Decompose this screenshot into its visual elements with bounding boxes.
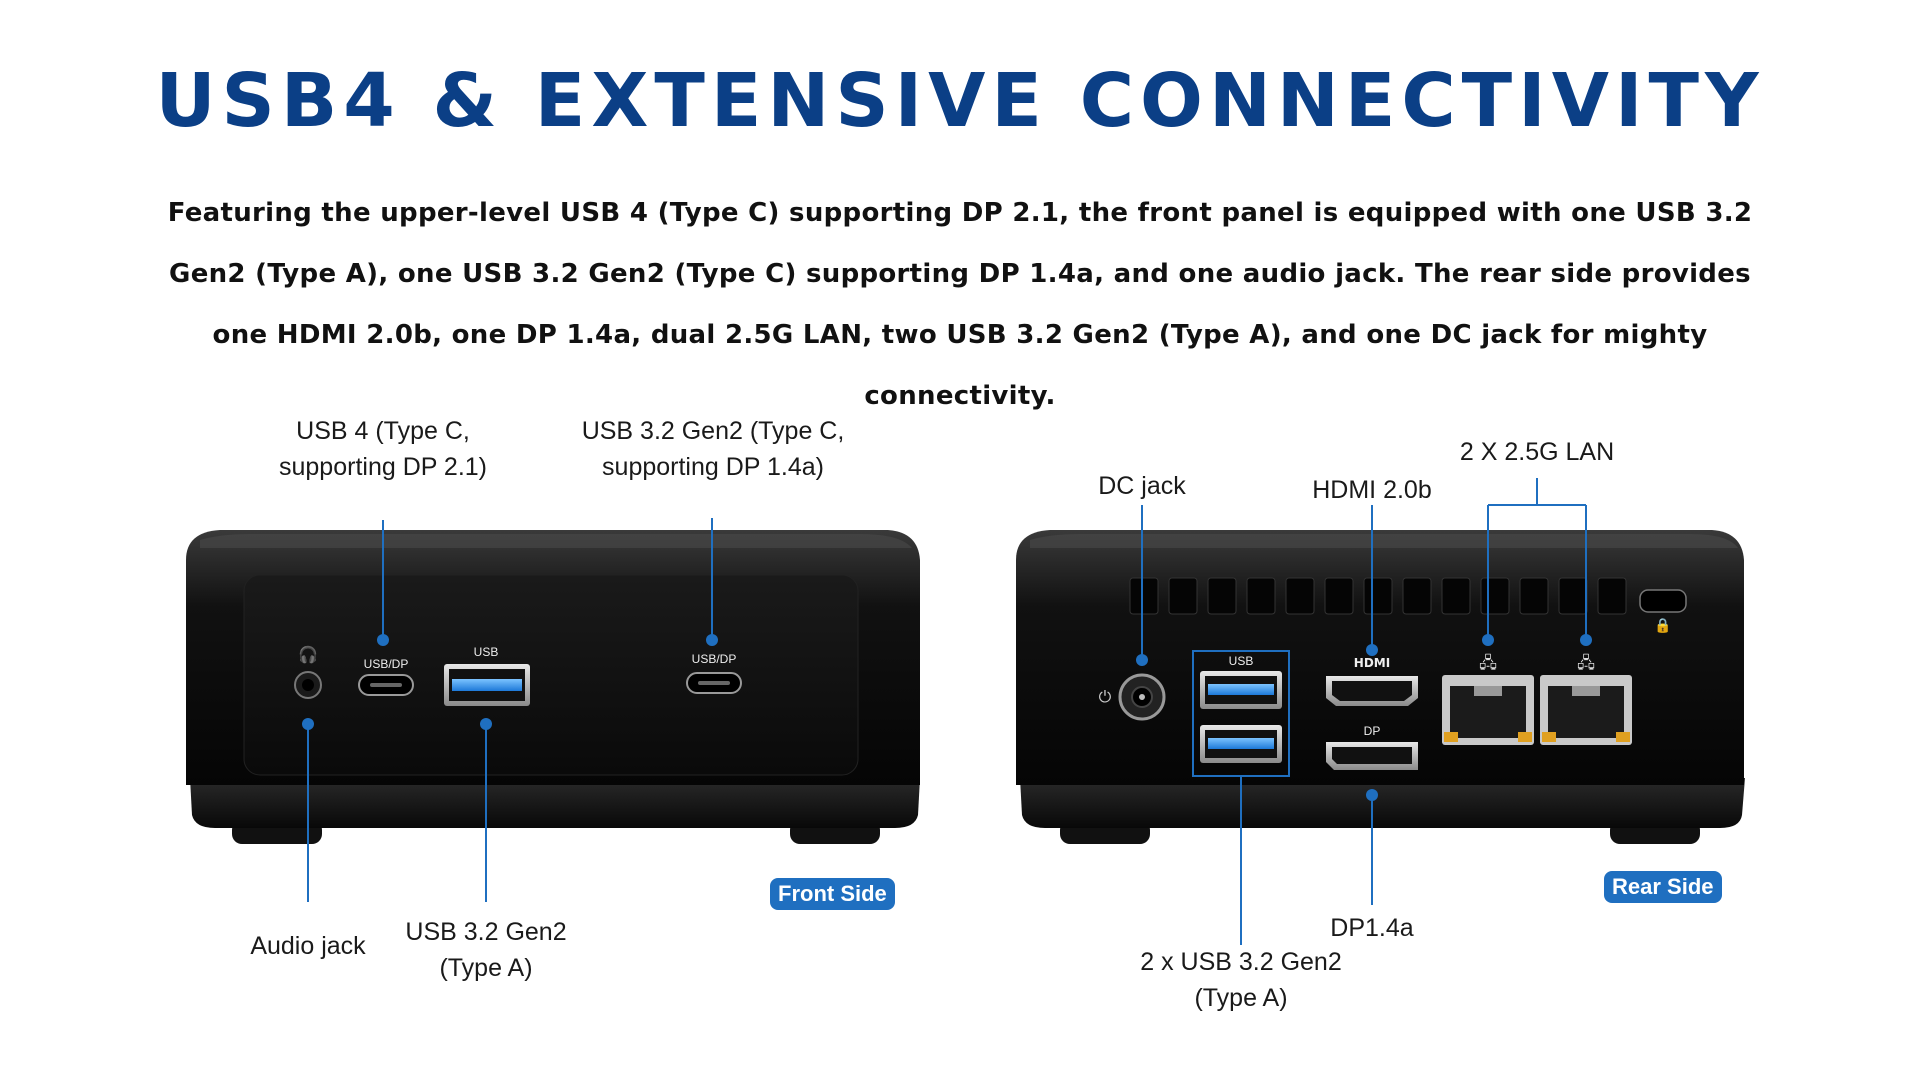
- hdmi-port-label: HDMI: [1354, 656, 1390, 670]
- rear-side-badge: Rear Side: [1604, 871, 1722, 903]
- kensington-lock-slot: [1639, 589, 1687, 613]
- lan-ports: 🖧 🖧: [1442, 654, 1632, 745]
- audio-jack-port: 🎧: [294, 645, 322, 699]
- dp-port-label: DP: [1364, 724, 1381, 738]
- callout-usb-c-line1: USB 3.2 Gen2 (Type C,: [581, 417, 845, 445]
- callout-usb-c-line2: supporting DP 1.4a): [602, 453, 824, 481]
- rear-device: 🔒 ⏻ USB HDMI DP: [1016, 530, 1745, 844]
- power-icon: ⏻: [1099, 689, 1112, 706]
- callout-hdmi: HDMI 2.0b: [1312, 476, 1432, 504]
- page-title: USB4 & EXTENSIVE CONNECTIVITY: [155, 58, 1765, 144]
- callout-dc-jack: DC jack: [1098, 472, 1186, 500]
- usb-a-port: USB: [444, 645, 530, 706]
- rear-usb-port-label: USB: [1229, 654, 1254, 668]
- callout-usb4: USB 4 (Type C, supporting DP 2.1): [262, 413, 504, 485]
- rear-callout-lines: [1136, 478, 1592, 945]
- usb-a-port-label: USB: [474, 645, 499, 659]
- callout-usb-a-line1: USB 3.2 Gen2: [405, 918, 567, 946]
- callout-audio-jack: Audio jack: [250, 932, 366, 960]
- rear-usb-ports: USB: [1200, 654, 1282, 763]
- network-icon: 🖧: [1479, 654, 1497, 672]
- callout-rear-usb: 2 x USB 3.2 Gen2 (Type A): [1131, 944, 1351, 1016]
- callout-usb-a: USB 3.2 Gen2 (Type A): [396, 914, 576, 986]
- usb-c-port: USB/DP: [686, 652, 742, 694]
- callout-usb-a-line2: (Type A): [439, 954, 533, 982]
- lock-icon: 🔒: [1654, 617, 1671, 634]
- rear-vents: [1129, 577, 1627, 615]
- usb4-port: USB/DP: [358, 657, 414, 696]
- hdmi-port: HDMI: [1326, 656, 1418, 706]
- callout-usb4-line2: supporting DP 2.1): [279, 453, 487, 481]
- callout-rear-usb-line1: 2 x USB 3.2 Gen2: [1140, 948, 1342, 976]
- callout-dp: DP1.4a: [1330, 914, 1414, 942]
- front-callout-lines: [302, 518, 718, 902]
- callout-lan: 2 X 2.5G LAN: [1459, 438, 1615, 466]
- usb-c-port-label: USB/DP: [692, 652, 737, 666]
- network-icon: 🖧: [1577, 654, 1595, 672]
- svg-text:🎧: 🎧: [298, 645, 318, 664]
- callout-rear-usb-line2: (Type A): [1194, 984, 1288, 1012]
- usb4-port-label: USB/DP: [364, 657, 409, 671]
- callout-usb-c: USB 3.2 Gen2 (Type C, supporting DP 1.4a…: [568, 413, 858, 485]
- front-side-badge: Front Side: [770, 878, 895, 910]
- front-device: 🎧 USB/DP USB USB/DP: [186, 530, 920, 844]
- callout-usb4-line1: USB 4 (Type C,: [296, 417, 470, 445]
- dc-jack-port: ⏻: [1099, 673, 1166, 721]
- description: Featuring the upper-level USB 4 (Type C)…: [167, 198, 1753, 411]
- dp-port: DP: [1326, 724, 1418, 770]
